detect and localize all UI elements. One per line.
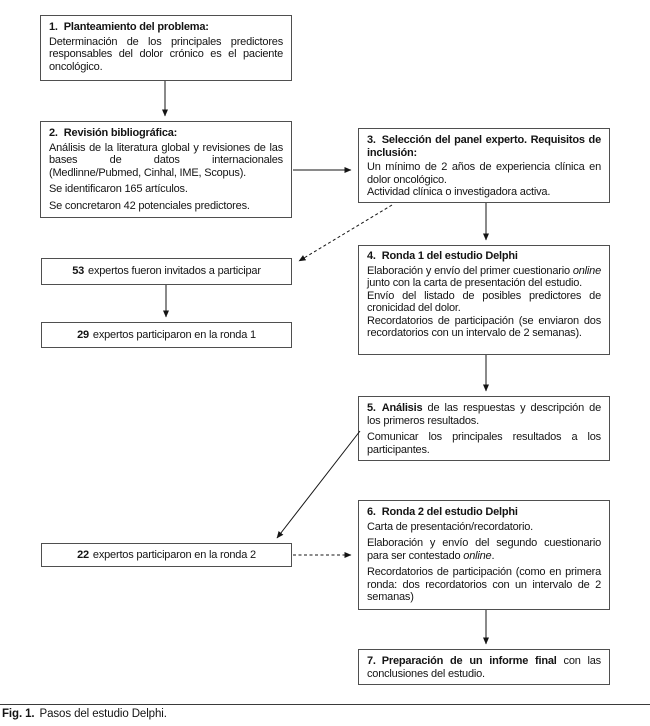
step4-paragraph-3: Recordatorios de participación (se envia… (367, 314, 601, 340)
step7-title-rest: con las conclusiones del estudio. (367, 655, 601, 680)
flow-box-invited-experts: 53 expertos fueron invitados a participa… (41, 258, 292, 285)
figure-caption-text: Pasos del estudio Delphi. (39, 708, 167, 720)
invited-text: expertos fueron invitados a participar (88, 265, 261, 278)
flow-box-step4: 4. Ronda 1 del estudio Delphi Elaboración… (358, 245, 610, 355)
step5-paragraph-1: Comunicar los principales resultados a l… (367, 431, 601, 456)
flow-box-round2-participants: 22 expertos participaron en la ronda 2 (41, 543, 292, 567)
step1-paragraph: Determinación de los principales predict… (49, 35, 283, 73)
round2-count: 22 (77, 548, 89, 561)
figure-caption: Fig. 1. Pasos del estudio Delphi. (2, 708, 167, 721)
flow-box-step6: 6. Ronda 2 del estudio Delphi Carta de pr… (358, 500, 610, 610)
step1-title-text: Planteamiento del problema: (63, 21, 209, 33)
step3-title: 3.Selección del panel experto. Requisito… (367, 134, 601, 159)
flow-box-step2: 2. Revisión bibliográfica: Análisis de la… (40, 121, 292, 218)
step4-p1-run2: junto con la carta de presentación del e… (367, 277, 583, 289)
step6-title: 6. Ronda 2 del estudio Delphi (367, 506, 601, 519)
step7-number: 7. (367, 655, 376, 667)
step4-paragraph-1: Elaboración y envío del primer cuestiona… (367, 265, 601, 290)
step4-p1-run1: Elaboración y envío del primer cuestiona… (367, 264, 573, 277)
step4-paragraph-2: Envío del listado de posibles predictore… (367, 289, 601, 315)
step5-title-paragraph: 5. Análisis de las respuestas y descripci… (367, 402, 601, 427)
step5-title-rest: de las respuestas y descripción de los p… (367, 402, 601, 427)
step4-p1-online-italic: online (572, 264, 601, 277)
step4-number: 4. (367, 250, 376, 262)
step2-number: 2. (49, 127, 58, 139)
flow-box-step7: 7. Preparación de un informe final con la… (358, 649, 610, 685)
caption-divider (0, 704, 650, 705)
flow-box-step5: 5. Análisis de las respuestas y descripci… (358, 396, 610, 461)
step7-title-bold: Preparación de un informe final (381, 655, 557, 667)
round1-text: expertos participaron en la ronda 1 (92, 328, 256, 341)
step6-paragraph-1: Carta de presentación/recordatorio. (367, 520, 534, 533)
step7-title-paragraph: 7. Preparación de un informe final con la… (367, 655, 601, 680)
step6-p2-online-italic: online (463, 549, 492, 562)
arrow-step5-to-round2 (276, 430, 361, 539)
step3-number: 3. (367, 134, 376, 146)
step2-paragraph-2: Se identificaron 165 artículos. (49, 183, 188, 195)
step6-number: 6. (367, 506, 376, 518)
figure-caption-label: Fig. 1. (2, 708, 35, 720)
step5-number: 5. (367, 402, 376, 414)
step2-paragraph-3: Se concretaron 42 potenciales predictore… (49, 199, 250, 212)
step6-paragraph-2: Elaboración y envío del segundo cuestion… (367, 537, 601, 562)
step2-title-text: Revisión bibliográfica: (63, 127, 178, 139)
step1-title: 1. Planteamiento del problema: (49, 21, 283, 34)
flow-box-step1: 1. Planteamiento del problema: Determinac… (40, 15, 292, 81)
step3-title-text: Selección del panel experto. Requisitos … (367, 134, 601, 159)
step6-p2-run1: Elaboración y envío del segundo cuestion… (367, 537, 601, 562)
step3-paragraph-1: Un mínimo de 2 años de experiencia clíni… (367, 161, 601, 186)
round1-count: 29 (77, 328, 89, 341)
flow-box-step3: 3.Selección del panel experto. Requisito… (358, 128, 610, 203)
step3-paragraph-2: Actividad clínica o investigadora activa… (367, 186, 551, 198)
step6-paragraph-3: Recordatorios de participación (como en … (367, 566, 601, 603)
step2-title: 2. Revisión bibliográfica: (49, 127, 283, 140)
step4-title: 4. Ronda 1 del estudio Delphi (367, 250, 601, 263)
step4-title-text: Ronda 1 del estudio Delphi (381, 250, 518, 262)
round2-text: expertos participaron en la ronda 2 (92, 548, 256, 561)
step5-title-bold: Análisis (381, 402, 423, 414)
step1-number: 1. (49, 21, 58, 33)
step6-title-text: Ronda 2 del estudio Delphi (381, 506, 518, 518)
step2-paragraph-1: Análisis de la literatura global y revis… (49, 141, 283, 179)
flow-box-round1-participants: 29 expertos participaron en la ronda 1 (41, 322, 292, 348)
invited-count: 53 (72, 265, 85, 278)
step6-p2-run2: . (491, 549, 495, 562)
